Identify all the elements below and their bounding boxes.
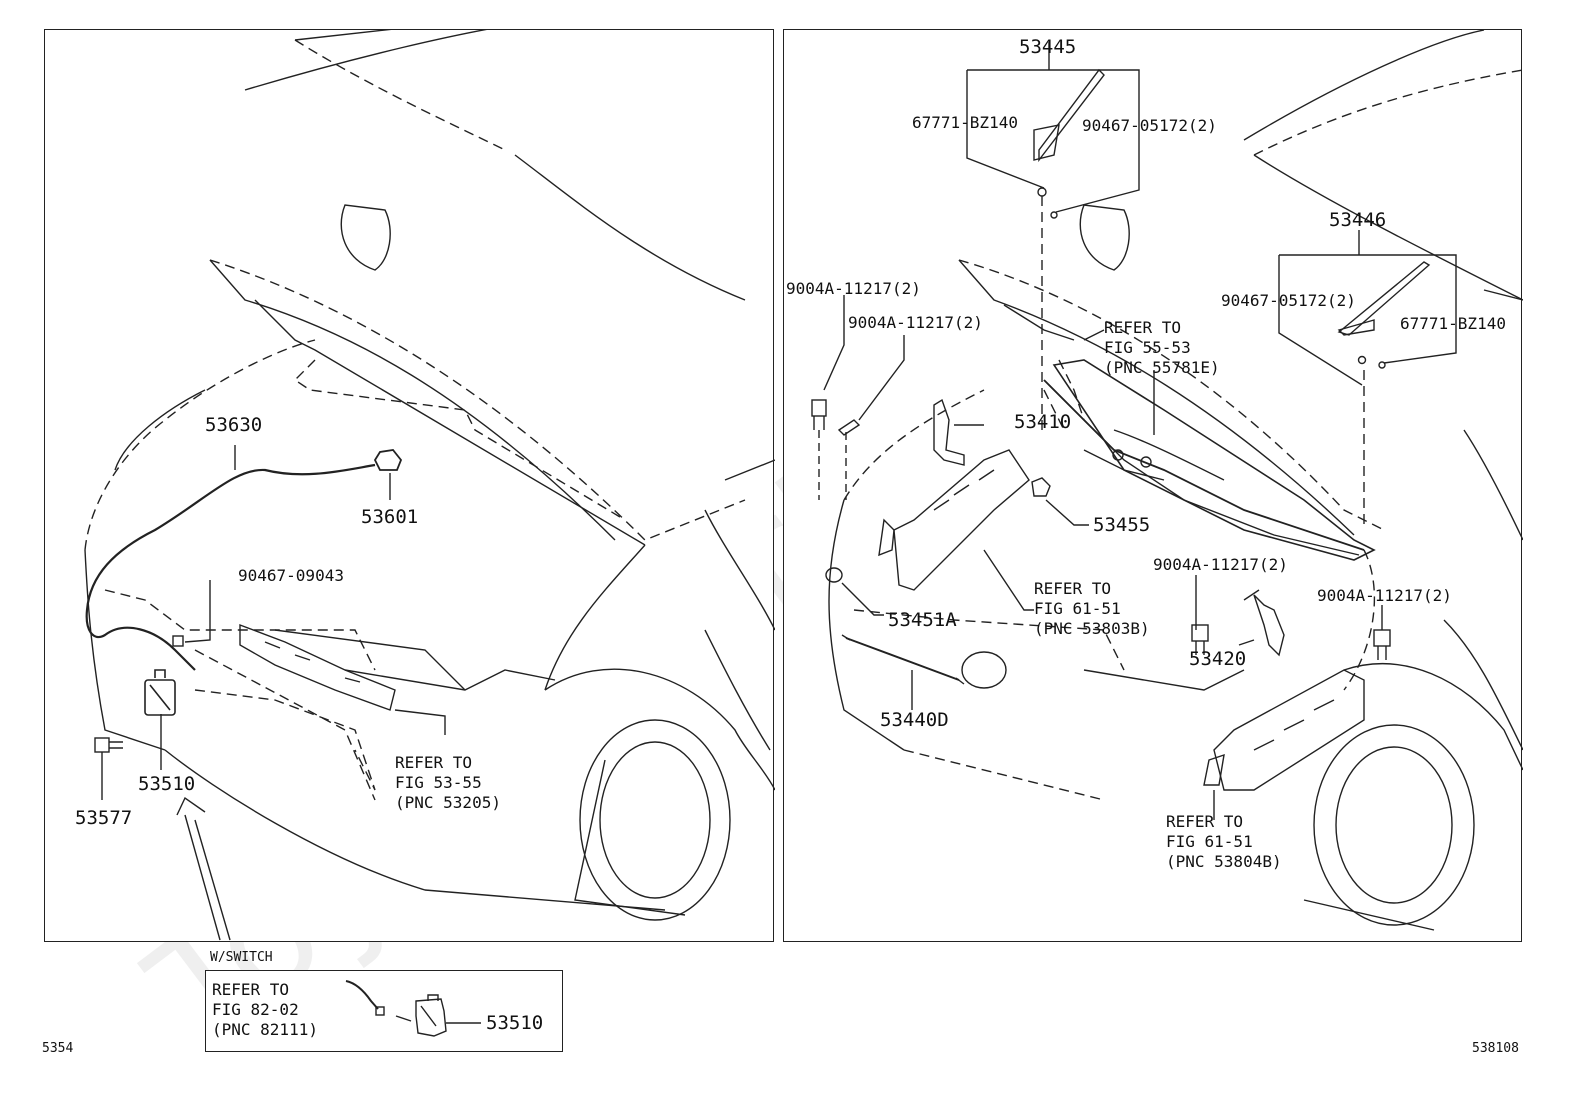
refer-note-53804b: REFER TO FIG 61-51 (PNC 53804B) bbox=[1166, 812, 1282, 871]
part-label-9004a-11217-d: 9004A-11217(2) bbox=[1317, 586, 1452, 605]
part-label-53455: 53455 bbox=[1093, 514, 1151, 536]
part-label-53510: 53510 bbox=[138, 773, 196, 795]
part-label-53410: 53410 bbox=[1014, 411, 1072, 433]
part-label-90467-09043: 90467-09043 bbox=[238, 566, 344, 585]
part-label-53601: 53601 bbox=[361, 506, 419, 528]
part-label-9004a-11217-a: 9004A-11217(2) bbox=[786, 279, 921, 298]
footer-left-code: 5354 bbox=[42, 1041, 74, 1056]
part-label-53440d: 53440D bbox=[880, 709, 949, 731]
part-label-90467-05172-b: 90467-05172(2) bbox=[1221, 291, 1356, 310]
switch-variant-box: REFER TO FIG 82-02 (PNC 82111) 53510 bbox=[205, 970, 563, 1052]
right-vehicle-drawing bbox=[811, 30, 1523, 931]
part-label-9004a-11217-b: 9004A-11217(2) bbox=[848, 313, 983, 332]
part-label-53510-switch: 53510 bbox=[486, 1012, 544, 1034]
left-vehicle-drawing bbox=[84, 30, 775, 941]
part-label-53445: 53445 bbox=[1019, 36, 1077, 58]
part-label-67771-bz140-right: 67771-BZ140 bbox=[1400, 314, 1506, 333]
switch-caption: W/SWITCH bbox=[210, 950, 273, 965]
part-label-53451a: 53451A bbox=[888, 609, 957, 631]
part-label-53577: 53577 bbox=[75, 807, 133, 829]
switch-lock-drawing bbox=[345, 980, 481, 1037]
part-label-9004a-11217-c: 9004A-11217(2) bbox=[1153, 555, 1288, 574]
part-label-53630: 53630 bbox=[205, 414, 263, 436]
refer-note-55781e: REFER TO FIG 55-53 (PNC 55781E) bbox=[1104, 318, 1220, 377]
left-diagram-panel: 53630 53601 90467-09043 53577 53510 REFE… bbox=[44, 29, 775, 942]
refer-note-53205: REFER TO FIG 53-55 (PNC 53205) bbox=[395, 753, 501, 812]
refer-note-53803b: REFER TO FIG 61-51 (PNC 53803B) bbox=[1034, 579, 1150, 638]
right-diagram-panel: 53445 67771-BZ140 90467-05172(2) 53446 9… bbox=[783, 29, 1523, 942]
part-label-90467-05172-a: 90467-05172(2) bbox=[1082, 116, 1217, 135]
part-label-67771-bz140-left: 67771-BZ140 bbox=[912, 113, 1018, 132]
part-label-53420: 53420 bbox=[1189, 648, 1247, 670]
refer-note-82111: REFER TO FIG 82-02 (PNC 82111) bbox=[212, 980, 318, 1039]
footer-right-code: 538108 bbox=[1472, 1041, 1519, 1056]
part-label-53446: 53446 bbox=[1329, 209, 1387, 231]
